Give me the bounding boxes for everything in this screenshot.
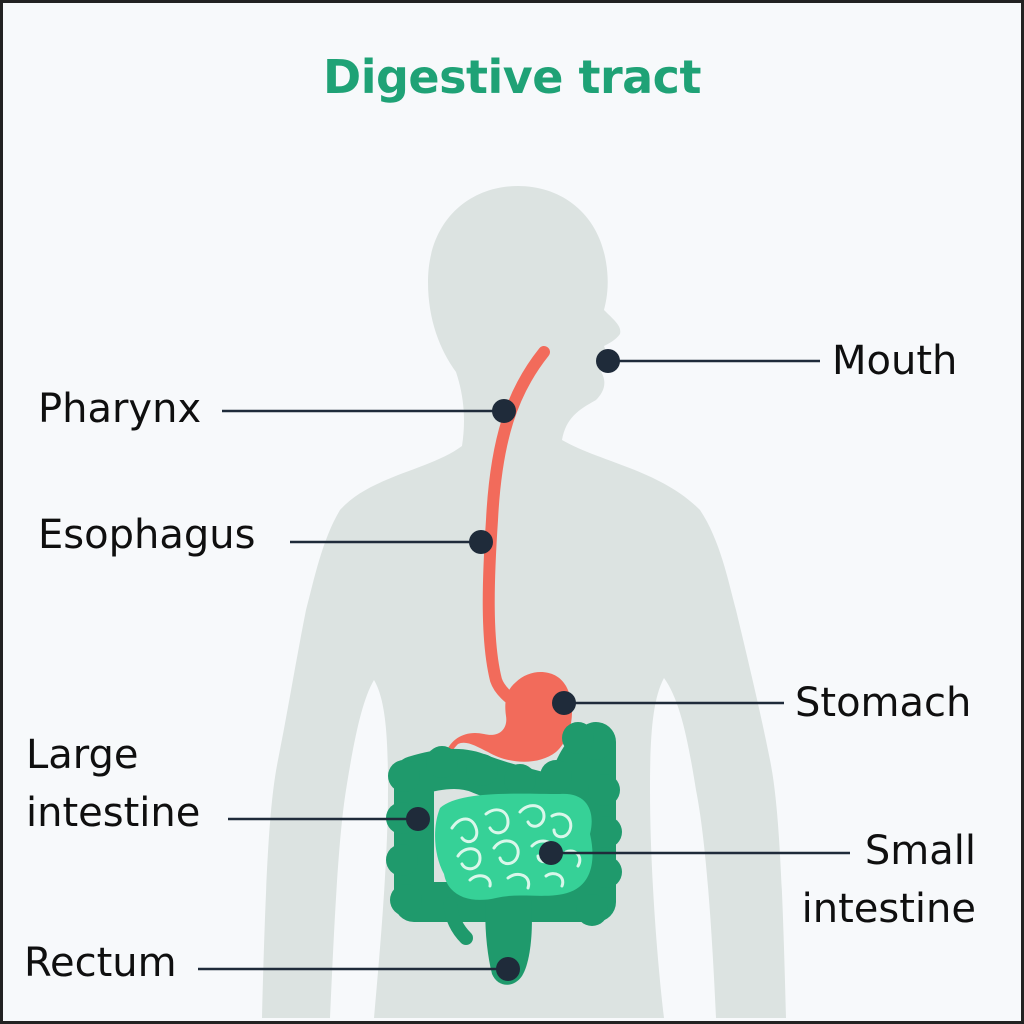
rectum-organ [485, 890, 532, 985]
mouth-label: Mouth [832, 338, 958, 384]
small-intestine-label-line-1: Small [864, 828, 976, 874]
large-intestine-label: Large intestine [26, 726, 200, 842]
large-intestine-marker [406, 807, 430, 831]
markers [406, 349, 620, 981]
leader-lines [198, 359, 850, 971]
small-intestine-organ [435, 793, 593, 900]
small-intestine-label: Small intestine [790, 822, 976, 938]
rectum-label: Rectum [24, 940, 177, 986]
diagram-title: Digestive tract [323, 50, 701, 104]
sigmoid-colon [443, 897, 473, 945]
stomach-organ [446, 671, 572, 762]
large-intestine-label-line-1: Large [26, 732, 139, 778]
stomach-marker [552, 691, 576, 715]
small-intestine-marker [539, 841, 563, 865]
stomach-label: Stomach [795, 680, 972, 726]
esophagus-marker [469, 530, 493, 554]
small-intestine-coils [450, 804, 582, 890]
rectum-marker [496, 957, 520, 981]
pharynx-marker [492, 399, 516, 423]
pharynx-label: Pharynx [38, 386, 202, 432]
large-intestine-label-line-2: intestine [26, 790, 201, 836]
small-intestine-label-line-2: intestine [801, 886, 976, 932]
mouth-marker [596, 349, 620, 373]
esophagus-label: Esophagus [38, 512, 256, 558]
